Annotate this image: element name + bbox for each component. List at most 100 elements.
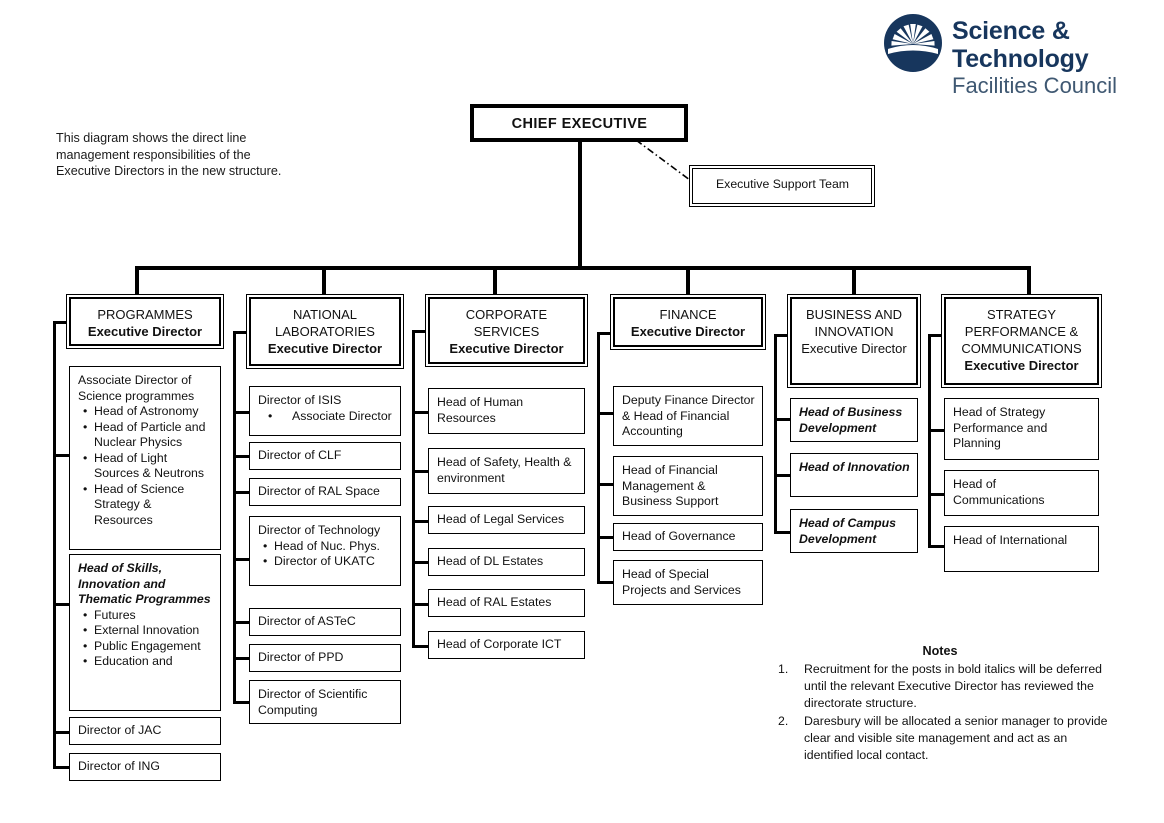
node-lead: Director of ASTeC — [258, 614, 356, 628]
node-strategy-performance-communications-1[interactable]: Head of Communications — [944, 470, 1099, 516]
stub-finance-3 — [597, 581, 615, 584]
node-lead: Director of JAC — [78, 723, 162, 737]
node-lead: Head of Safety, Health & environment — [437, 455, 572, 485]
dept-header-programmes[interactable]: PROGRAMMES Executive Director — [69, 297, 221, 346]
node-lead: Director of RAL Space — [258, 484, 380, 498]
note-item: 1. Recruitment for the posts in bold ita… — [770, 661, 1110, 712]
chief-executive-box[interactable]: CHIEF EXECUTIVE — [470, 104, 688, 142]
notes-list: 1. Recruitment for the posts in bold ita… — [770, 661, 1110, 764]
logo-line-1: Science & Technology — [952, 17, 1089, 73]
stub-natlabs-header — [233, 331, 251, 334]
dept-role-programmes: Executive Director — [87, 324, 203, 339]
node-corporate-services-5[interactable]: Head of Corporate ICT — [428, 631, 585, 659]
ce-bus-line — [135, 266, 1031, 270]
stub-corpsvc-2 — [412, 520, 430, 523]
logo-wordmark: Science & Technology Facilities Council — [952, 17, 1152, 98]
node-finance-0[interactable]: Deputy Finance Director & Head of Financ… — [613, 386, 763, 446]
dept-header-business-and-innovation[interactable]: BUSINESS AND INNOVATION Executive Direct… — [790, 297, 918, 385]
node-corporate-services-3[interactable]: Head of DL Estates — [428, 548, 585, 576]
ce-trunk-line — [578, 142, 582, 269]
stub-corpsvc-header — [412, 330, 430, 333]
node-lead: Director of Scientific Computing — [258, 687, 368, 717]
dept-role-corporate-services: Executive Director — [449, 341, 564, 356]
stub-natlabs-3 — [233, 558, 251, 561]
stub-bi-header — [774, 334, 792, 337]
dashdot-connector — [636, 140, 699, 187]
note-number: 1. — [778, 662, 789, 676]
bullet-item: Head of Light Sources & Neutrons — [83, 451, 213, 482]
stub-programmes-0 — [53, 454, 71, 457]
node-programmes-3[interactable]: Director of ING — [69, 753, 221, 781]
stub-programmes-header — [53, 321, 71, 324]
node-programmes-0[interactable]: Associate Director of Science programmes… — [69, 366, 221, 550]
stub-finance-1 — [597, 483, 615, 486]
node-business-and-innovation-2[interactable]: Head of Campus Development — [790, 509, 918, 553]
node-national-laboratories-1[interactable]: Director of CLF — [249, 442, 401, 470]
intro-note: This diagram shows the direct line manag… — [56, 131, 282, 178]
stub-finance-header — [597, 332, 615, 335]
node-national-laboratories-5[interactable]: Director of PPD — [249, 644, 401, 672]
executive-support-team-box[interactable]: Executive Support Team — [692, 168, 872, 204]
stub-bi-1 — [774, 474, 792, 477]
node-national-laboratories-6[interactable]: Director of Scientific Computing — [249, 680, 401, 724]
node-programmes-2[interactable]: Director of JAC — [69, 717, 221, 745]
dept-name-finance: FINANCE — [659, 307, 717, 322]
node-business-and-innovation-0[interactable]: Head of Business Development — [790, 398, 918, 442]
node-finance-3[interactable]: Head of Special Projects and Services — [613, 560, 763, 605]
node-lead: Head of Special Projects and Services — [622, 567, 741, 597]
node-national-laboratories-2[interactable]: Director of RAL Space — [249, 478, 401, 506]
node-bullets: Futures External Innovation Public Engag… — [78, 608, 213, 670]
dept-name-business-and-innovation: BUSINESS AND INNOVATION — [805, 307, 903, 339]
bullet-item: Futures — [83, 608, 213, 624]
node-finance-1[interactable]: Head of Financial Management & Business … — [613, 456, 763, 516]
drop-national-laboratories — [322, 266, 326, 298]
executive-support-team-label: Executive Support Team — [715, 177, 850, 191]
node-corporate-services-0[interactable]: Head of Human Resources — [428, 388, 585, 434]
stub-natlabs-5 — [233, 657, 251, 660]
dept-role-strategy-performance-communications: Executive Director — [964, 358, 1079, 373]
stub-natlabs-0 — [233, 411, 251, 414]
chief-executive-label: CHIEF EXECUTIVE — [511, 116, 648, 132]
stub-natlabs-4 — [233, 621, 251, 624]
stub-spc-1 — [928, 493, 946, 496]
node-lead: Head of Communications — [953, 477, 1045, 507]
sunburst-icon — [884, 14, 942, 72]
note-text: Recruitment for the posts in bold italic… — [804, 662, 1102, 710]
node-lead: Head of Corporate ICT — [437, 637, 562, 651]
stub-spc-header — [928, 334, 946, 337]
node-lead: Head of Legal Services — [437, 512, 565, 526]
stub-natlabs-2 — [233, 491, 251, 494]
stub-natlabs-1 — [233, 455, 251, 458]
node-corporate-services-4[interactable]: Head of RAL Estates — [428, 589, 585, 617]
node-strategy-performance-communications-0[interactable]: Head of Strategy Performance and Plannin… — [944, 398, 1099, 460]
node-national-laboratories-0[interactable]: Director of ISIS Associate Director — [249, 386, 401, 436]
node-national-laboratories-4[interactable]: Director of ASTeC — [249, 608, 401, 636]
node-lead: Director of PPD — [258, 650, 344, 664]
node-corporate-services-1[interactable]: Head of Safety, Health & environment — [428, 448, 585, 494]
dept-header-strategy-performance-communications[interactable]: STRATEGY PERFORMANCE & COMMUNICATIONS Ex… — [944, 297, 1099, 385]
bullet-item: Head of Particle and Nuclear Physics — [83, 420, 213, 451]
notes-title: Notes — [922, 644, 958, 658]
logo-line-2: Facilities Council — [952, 73, 1118, 98]
node-national-laboratories-3[interactable]: Director of Technology Head of Nuc. Phys… — [249, 516, 401, 586]
stfc-logo: Science & Technology Facilities Council — [884, 14, 1152, 98]
spine-strategy-performance-communications — [928, 334, 931, 546]
bullet-item: Head of Science Strategy & Resources — [83, 482, 213, 529]
node-bullets: Associate Director — [258, 409, 393, 425]
dept-header-corporate-services[interactable]: CORPORATE SERVICES Executive Director — [428, 297, 585, 364]
node-corporate-services-2[interactable]: Head of Legal Services — [428, 506, 585, 534]
node-lead: Head of International — [953, 533, 1068, 547]
node-finance-2[interactable]: Head of Governance — [613, 523, 763, 551]
stub-programmes-2 — [53, 731, 71, 734]
stub-natlabs-6 — [233, 701, 251, 704]
stub-corpsvc-3 — [412, 561, 430, 564]
node-strategy-performance-communications-2[interactable]: Head of International — [944, 526, 1099, 572]
node-lead: Head of Innovation — [799, 460, 910, 474]
node-programmes-1[interactable]: Head of Skills, Innovation and Thematic … — [69, 554, 221, 711]
dept-header-finance[interactable]: FINANCE Executive Director — [613, 297, 763, 347]
dept-header-national-laboratories[interactable]: NATIONAL LABORATORIES Executive Director — [249, 297, 401, 366]
node-business-and-innovation-1[interactable]: Head of Innovation — [790, 453, 918, 497]
node-bullets: Head of Nuc. Phys. Director of UKATC — [258, 539, 393, 570]
note-item: 2. Daresbury will be allocated a senior … — [770, 713, 1110, 764]
